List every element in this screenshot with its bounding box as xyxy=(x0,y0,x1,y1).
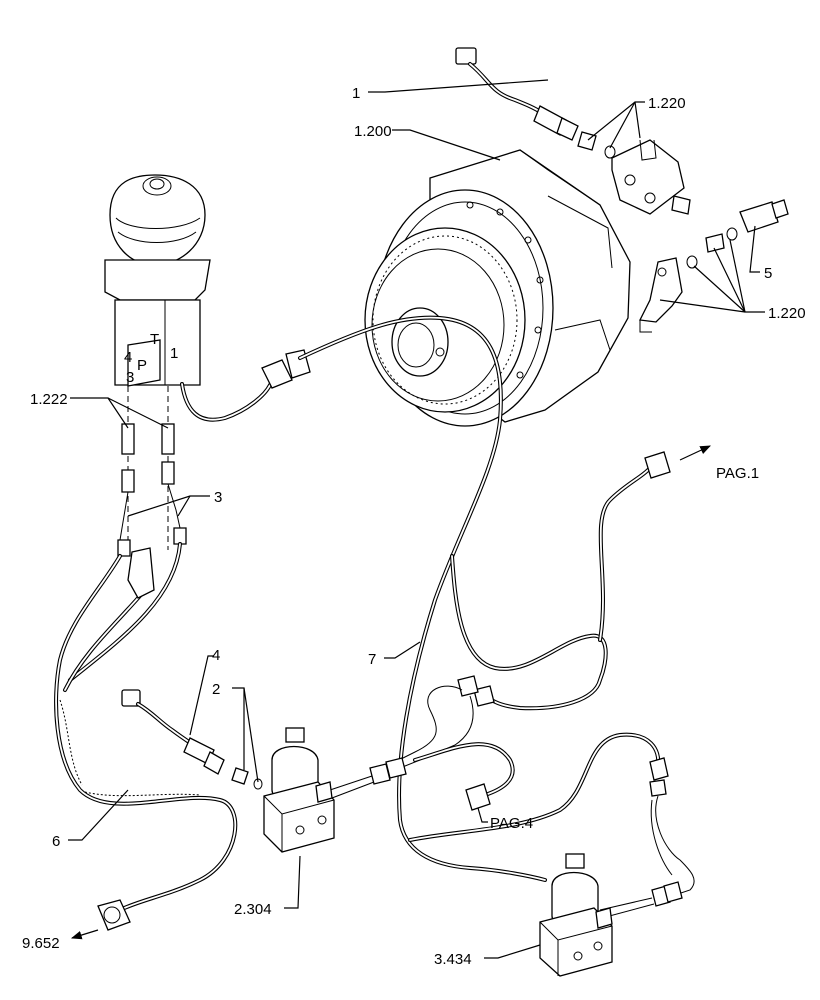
harness-6 xyxy=(54,542,238,931)
sensor-4-assembly xyxy=(121,689,263,790)
joystick-port-4: 4 xyxy=(124,349,132,366)
label-2304: 2.304 xyxy=(234,901,272,918)
label-3434: 3.434 xyxy=(434,951,472,968)
label-3: 3 xyxy=(214,489,222,506)
joystick-port-3: 3 xyxy=(126,369,134,386)
fittings-1222 xyxy=(117,386,187,557)
label-1220-right: 1.220 xyxy=(768,305,806,322)
joystick-port-p: P xyxy=(137,357,147,374)
valve-3434 xyxy=(539,853,613,977)
label-pag1: PAG.1 xyxy=(716,465,759,482)
joystick-port-1: 1 xyxy=(170,345,178,362)
label-1: 1 xyxy=(352,85,360,102)
label-9652: 9.652 xyxy=(22,935,60,952)
label-6: 6 xyxy=(52,833,60,850)
label-7: 7 xyxy=(368,651,376,668)
label-4: 4 xyxy=(212,647,220,664)
valve-2304 xyxy=(263,727,335,853)
sensor-5-assembly xyxy=(639,199,789,333)
pressure-sensor-1 xyxy=(455,47,579,141)
label-1200: 1.200 xyxy=(354,123,392,140)
label-2: 2 xyxy=(212,681,220,698)
label-5: 5 xyxy=(764,265,772,282)
joystick-valve: T P 4 3 1 xyxy=(104,174,211,387)
label-1222: 1.222 xyxy=(30,391,68,408)
valve-block-1220 xyxy=(577,131,691,215)
joystick-wire xyxy=(180,349,311,422)
label-pag4: PAG.4 xyxy=(490,815,533,832)
label-1220-top: 1.220 xyxy=(648,95,686,112)
leader-lines xyxy=(68,79,765,959)
joystick-port-t: T xyxy=(150,331,159,348)
transmission-housing xyxy=(364,149,631,427)
harness-7 xyxy=(298,315,695,919)
